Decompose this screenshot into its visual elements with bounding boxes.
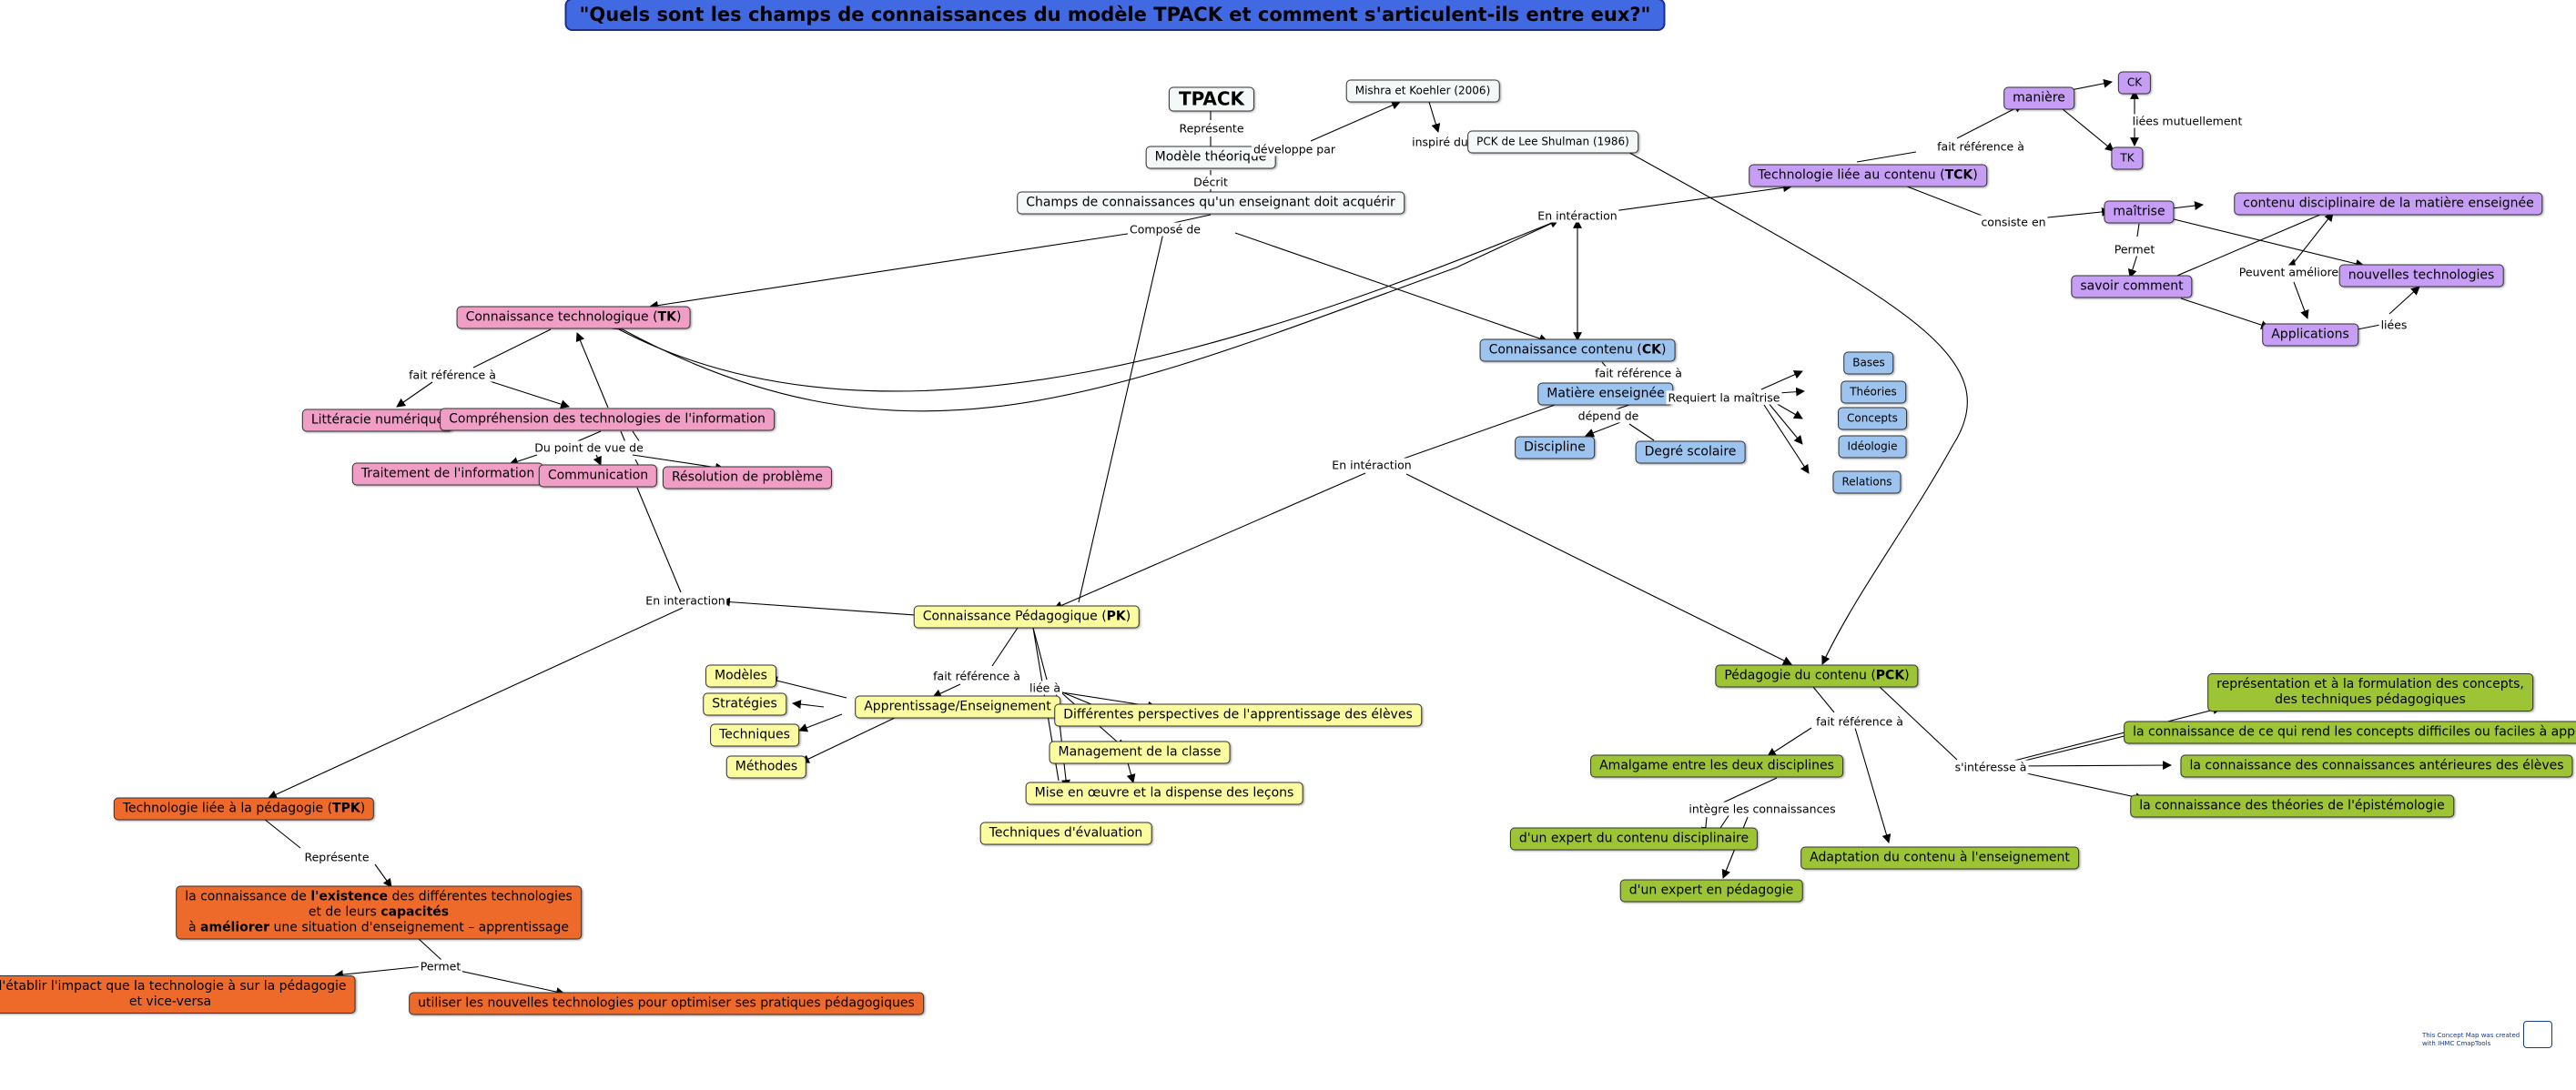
node-relations[interactable]: Relations [1832,470,1902,494]
label-en-interaction-mid: En intéraction [1330,458,1414,472]
node-amalgame[interactable]: Amalgame entre les deux disciplines [1590,754,1843,778]
label-fait-reference-pk: fait référence à [931,669,1022,683]
node-mishra-koehler[interactable]: Mishra et Koehler (2006) [1345,79,1500,103]
node-applications[interactable]: Applications [2262,323,2358,347]
node-maniere[interactable]: manière [2003,86,2074,110]
node-connaissances-anterieures[interactable]: la connaissance des connaissances antéri… [2180,754,2573,778]
label-compose-de: Composé de [1128,222,1202,237]
node-concepts-difficiles[interactable]: la connaissance de ce qui rend les conce… [2124,721,2576,744]
label-represente-tpk: Représente [302,850,371,864]
label-permet-tck: Permet [2112,242,2157,257]
label-liee-a: liée à [1028,681,1062,695]
node-savoir-comment[interactable]: savoir comment [2071,275,2193,298]
label-fait-reference-ck: fait référence à [1593,366,1684,380]
label-consiste-en: consiste en [1979,215,2048,229]
node-communication[interactable]: Communication [538,464,658,488]
node-perspectives[interactable]: Différentes perspectives de l'apprentiss… [1054,703,1422,727]
node-etablir-impact[interactable]: d'établir l'impact que la technologie à … [0,975,356,1014]
node-management[interactable]: Management de la classe [1049,741,1231,764]
node-tpack[interactable]: TPACK [1168,86,1255,112]
label-permet-tpk: Permet [418,959,463,974]
node-contenu-disciplinaire[interactable]: contenu disciplinaire de la matière ense… [2234,192,2543,216]
node-mise-en-oeuvre[interactable]: Mise en œuvre et la dispense des leçons [1025,782,1303,805]
node-methodes[interactable]: Méthodes [725,755,807,779]
node-pck-shulman[interactable]: PCK de Lee Shulman (1986) [1467,130,1638,154]
node-maitrise[interactable]: maîtrise [2104,200,2175,224]
node-tk-small[interactable]: TK [2111,146,2144,170]
label-liees-mutuellement: liées mutuellement [2130,114,2245,128]
label-integre-connaissances: intègre les connaissances [1687,802,1838,816]
node-techniques[interactable]: Techniques [710,723,799,747]
node-techniques-evaluation[interactable]: Techniques d'évaluation [979,822,1152,845]
node-degre-scolaire[interactable]: Degré scolaire [1635,440,1746,464]
node-modeles[interactable]: Modèles [705,664,776,688]
node-representation[interactable]: représentation et à la formulation des c… [2207,673,2533,712]
label-decrit: Décrit [1192,175,1230,189]
node-expert-pedagogie[interactable]: d'un expert en pédagogie [1619,879,1803,903]
node-tpk[interactable]: Technologie liée à la pédagogie (TPK) [113,797,375,821]
node-ck[interactable]: Connaissance contenu (CK) [1479,338,1676,362]
node-champs-connaissances[interactable]: Champs de connaissances qu'un enseignant… [1017,191,1405,215]
node-litteracie[interactable]: Littéracie numérique [301,409,454,432]
label-liees-applications: liées [2378,318,2409,332]
node-nouvelles-technologies[interactable]: nouvelles technologies [2338,264,2504,288]
label-depend-de: dépend de [1576,409,1641,423]
node-utiliser-technologies[interactable]: utiliser les nouvelles technologies pour… [409,992,924,1015]
node-theories-epistemologie[interactable]: la connaissance des théories de l'épisté… [2130,794,2454,818]
cmaptools-logo-icon [2523,1021,2552,1048]
node-pck[interactable]: Pédagogie du contenu (PCK) [1715,664,1919,688]
label-du-point-de-vue: Du point de vue de [532,440,645,455]
node-adaptation[interactable]: Adaptation du contenu à l'enseignement [1800,846,2079,870]
node-ideologie[interactable]: Idéologie [1838,435,1907,459]
label-inspire-du: inspiré du [1410,135,1470,149]
node-existence-technologies[interactable]: la connaissance de l'existence des diffé… [176,885,582,940]
label-sinteresse-a: s'intéresse à [1952,760,2029,774]
node-comprehension[interactable]: Compréhension des technologies de l'info… [440,408,775,431]
node-resolution[interactable]: Résolution de problème [662,466,833,489]
node-traitement[interactable]: Traitement de l'information [351,462,544,486]
cmaptools-watermark: This Concept Map was created with IHMC C… [2422,1032,2520,1047]
node-tck[interactable]: Technologie liée au contenu (TCK) [1749,164,1987,187]
label-fait-reference-tck: fait référence à [1935,139,2026,154]
node-theories[interactable]: Théories [1841,380,1906,404]
page-title: "Quels sont les champs de connaissances … [564,0,1666,31]
label-represente: Représente [1177,121,1246,136]
label-requiert-maitrise: Requiert la maîtrise [1666,390,1782,405]
node-strategies[interactable]: Stratégies [703,692,786,716]
node-expert-contenu[interactable]: d'un expert du contenu disciplinaire [1509,827,1759,851]
node-discipline[interactable]: Discipline [1515,436,1595,459]
node-ck-small[interactable]: CK [2117,71,2152,95]
label-fait-reference-pck: fait référence à [1814,714,1905,729]
node-modele-theorique[interactable]: Modèle théorique [1145,146,1276,169]
node-pk[interactable]: Connaissance Pédagogique (PK) [913,605,1141,629]
label-developpe-par: développe par [1251,142,1338,156]
node-bases[interactable]: Bases [1843,351,1894,375]
node-apprentissage[interactable]: Apprentissage/Enseignement [855,695,1060,719]
label-fait-reference-tk: fait référence à [407,368,498,382]
node-concepts[interactable]: Concepts [1838,407,1907,430]
node-tk[interactable]: Connaissance technologique (TK) [456,306,691,329]
label-en-interaction-left: En interaction [644,593,727,608]
label-en-interaction-top: En intéraction [1536,208,1619,223]
label-peuvent-ameliorer: Peuvent améliorer [2236,265,2346,279]
node-matiere-enseignee[interactable]: Matière enseignée [1537,382,1674,406]
